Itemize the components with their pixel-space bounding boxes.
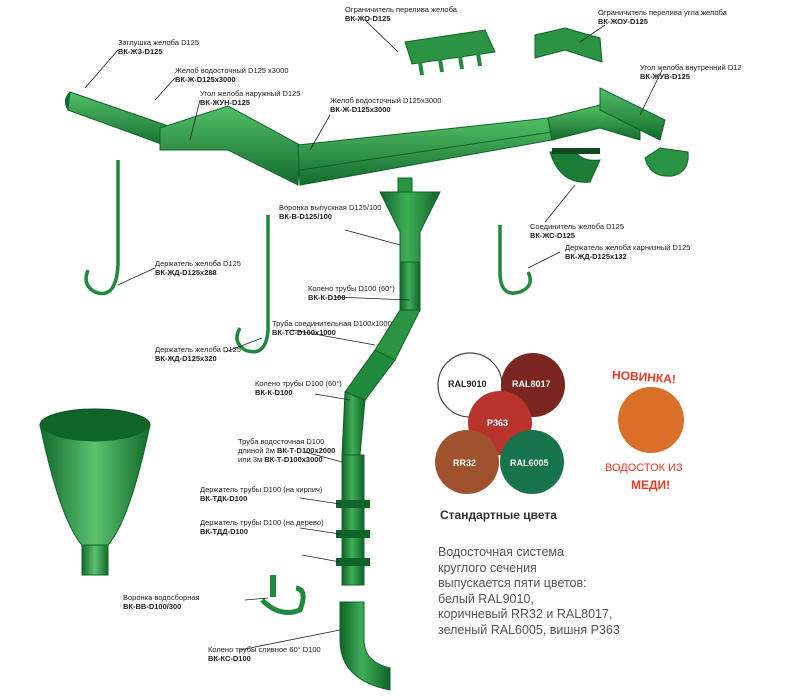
gutter-middle [297, 117, 553, 186]
description-line: зеленый RAL6005, вишня P363 [438, 622, 620, 637]
label-koleno2: Колено трубы D100 (60°)ВК-К-D100 [255, 379, 342, 397]
overflow-limiter [404, 29, 496, 76]
swatch-ral6005 [500, 430, 564, 494]
copper-text-line1: ВОДОСТОК ИЗ [605, 462, 683, 474]
swatch-label-rr32: RR32 [453, 458, 477, 468]
description-line: круглого сечения [438, 560, 537, 575]
collection-funnel [39, 408, 151, 576]
downpipe [339, 261, 421, 691]
gutter-corner-outer [159, 105, 301, 186]
swatch-label-ral6005: RAL6005 [510, 458, 549, 468]
hanger-288 [84, 160, 120, 296]
color-swatches [435, 352, 684, 494]
gutter-right [599, 87, 666, 141]
description: Водосточная система круглого сечения вып… [438, 545, 620, 638]
description-line: выпускается пяти цветов: [438, 576, 587, 590]
corner-overflow-limiter [534, 27, 603, 63]
description-line: Водосточная система [438, 545, 564, 559]
swatch-label-p363: P363 [487, 418, 509, 428]
gutter-end-cap [644, 147, 689, 177]
loose-pipe-bracket [260, 575, 306, 615]
standard-colors-title: Стандартные цвета [440, 508, 557, 522]
leader-lines [84, 19, 663, 651]
hanger-eaves [498, 225, 532, 295]
swatch-rr32 [435, 430, 499, 494]
swatch-label-ral8017: RAL8017 [512, 379, 551, 389]
description-line: коричневый RR32 и RAL8017, [438, 607, 613, 621]
gutter-connector [549, 148, 601, 183]
outlet-funnel [379, 177, 441, 263]
description-line: белый RAL9010, [438, 591, 534, 606]
label-derzh-der: Держатель трубы D100 (на дерево)ВК-ТДД-D… [200, 518, 324, 536]
swatch-copper [618, 387, 684, 453]
label-derzh-kirp: Держатель трубы D100 (на кирпич)ВК-ТДК-D… [200, 485, 323, 503]
copper-text-line2: МЕДИ! [631, 478, 671, 492]
label-truba: Труба водосточная D100 длиной 2м ВК-Т-D1… [238, 437, 336, 464]
swatch-label-ral9010: RAL9010 [448, 379, 487, 389]
pipe-brackets [336, 500, 370, 566]
hanger-320 [235, 215, 270, 354]
label-koleno1: Колено трубы D100 (60°)ВК-К-D100 [308, 284, 395, 302]
